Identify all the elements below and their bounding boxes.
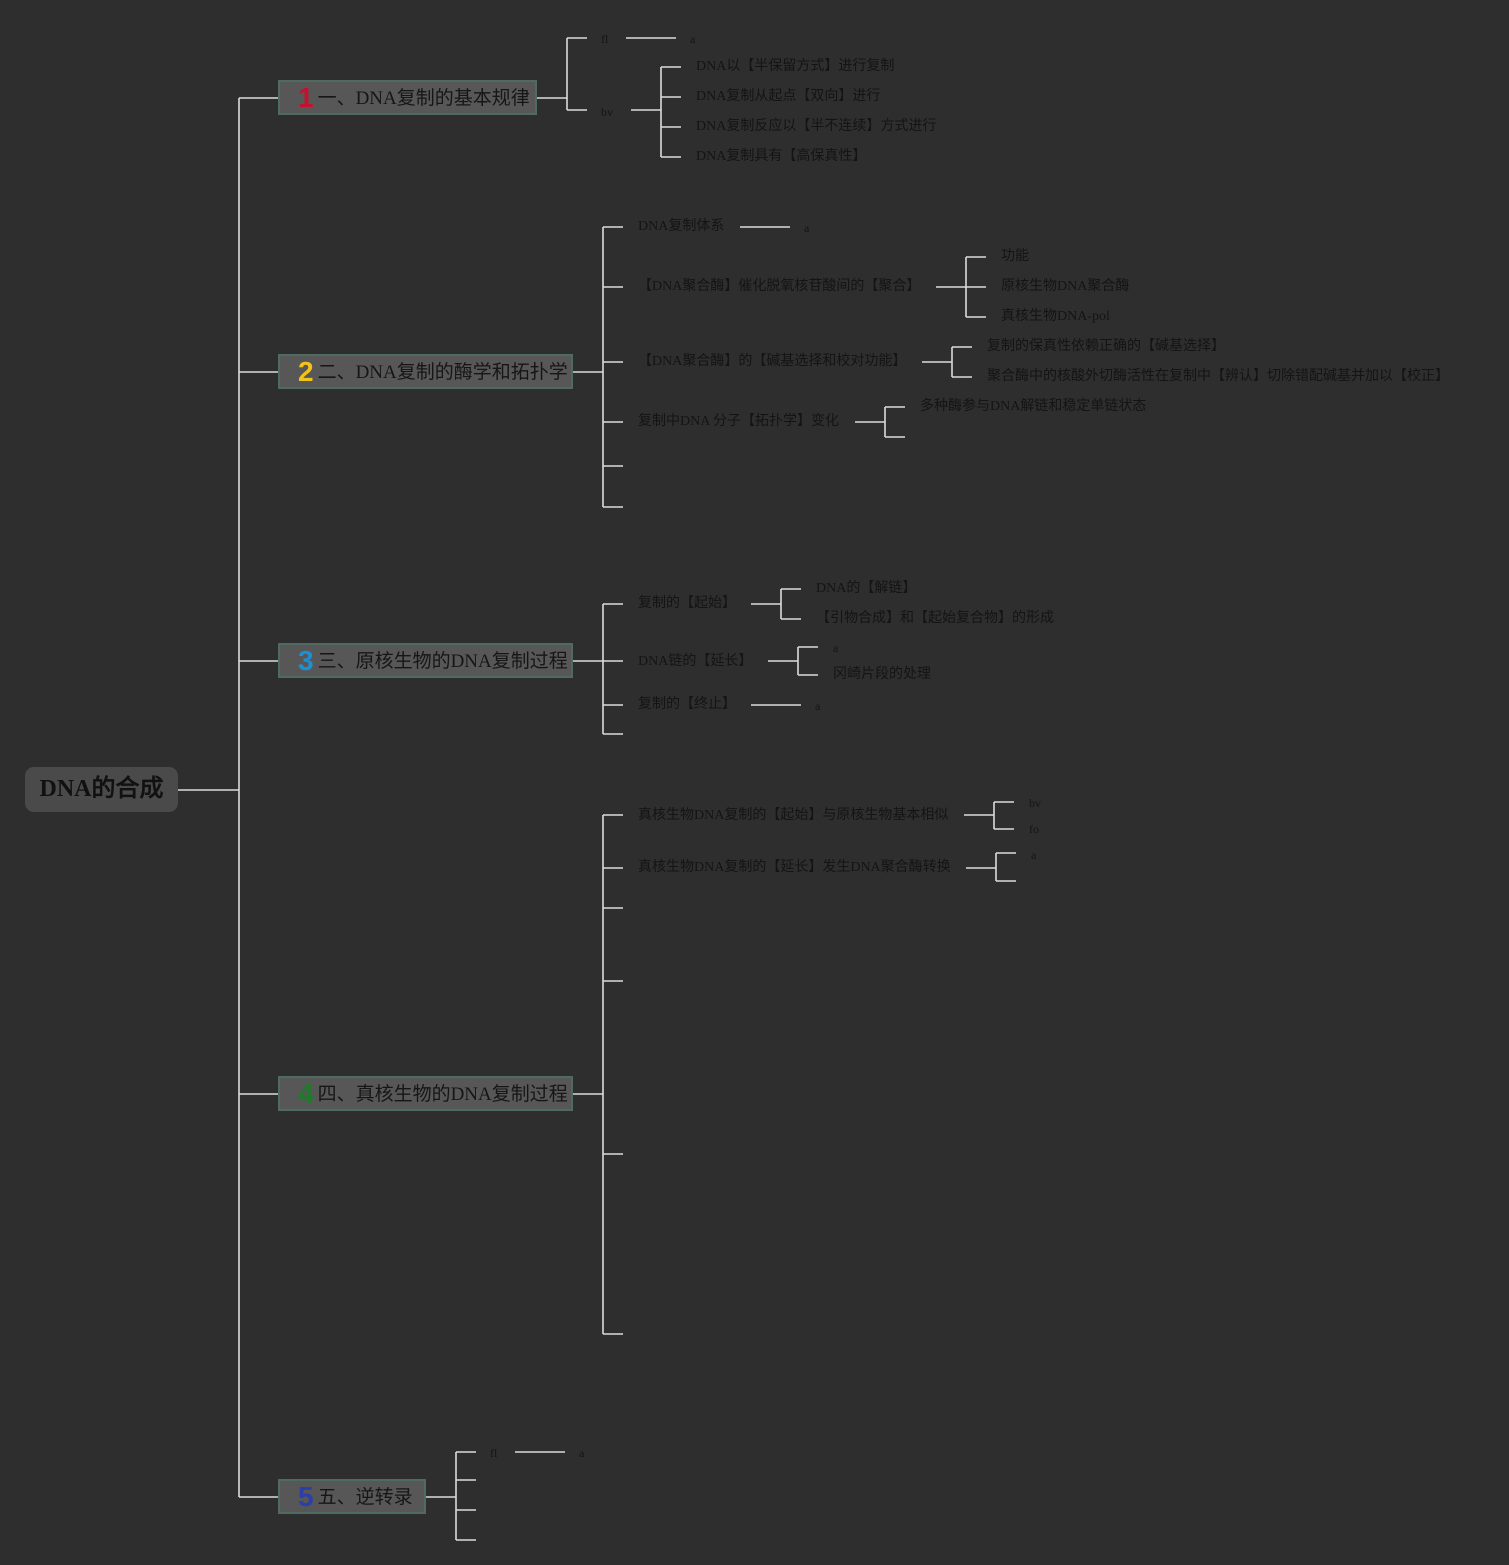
leaf-topic[interactable]: DNA复制反应以【半不连续】方式进行 — [696, 119, 937, 134]
leaf-topic[interactable]: DNA以【半保留方式】进行复制 — [696, 59, 895, 74]
leaf-topic[interactable]: DNA复制具有【高保真性】 — [696, 149, 867, 164]
branch-number-4: 4 — [298, 1078, 314, 1109]
subtopic[interactable]: 复制中DNA 分子【拓扑学】变化 — [638, 414, 840, 429]
leaf-topic[interactable]: a — [690, 32, 696, 46]
subtopic[interactable]: 复制的【起始】 — [638, 596, 736, 611]
root-topic[interactable]: DNA的合成 — [25, 767, 178, 812]
branch-number-1: 1 — [298, 82, 314, 113]
leaf-topic[interactable]: 原核生物DNA聚合酶 — [1001, 279, 1130, 294]
leaf-topic[interactable]: 功能 — [1001, 249, 1029, 264]
branch-label: 一、DNA复制的基本规律 — [317, 88, 530, 109]
subtopic[interactable]: 真核生物DNA复制的【起始】与原核生物基本相似 — [638, 808, 949, 823]
leaf-topic[interactable]: a — [1031, 848, 1037, 862]
leaf-topic[interactable]: fo — [1029, 822, 1039, 836]
subtopic[interactable]: bv — [601, 105, 613, 119]
subtopic[interactable]: 复制的【终止】 — [638, 697, 736, 712]
branch-label: 四、真核生物的DNA复制过程 — [317, 1084, 568, 1105]
branch-number-5: 5 — [298, 1481, 314, 1512]
leaf-topic[interactable]: a — [579, 1446, 585, 1460]
leaf-topic[interactable]: 多种酶参与DNA解链和稳定单链状态 — [920, 399, 1147, 414]
leaf-topic[interactable]: a — [833, 641, 839, 655]
leaf-topic[interactable]: a — [815, 699, 821, 713]
leaf-topic[interactable]: DNA复制从起点【双向】进行 — [696, 89, 881, 104]
subtopic[interactable]: fl — [601, 32, 609, 46]
branch-number-2: 2 — [298, 356, 314, 387]
leaf-topic[interactable]: a — [804, 221, 810, 235]
leaf-topic[interactable]: DNA的【解链】 — [816, 581, 917, 596]
branch-label: 二、DNA复制的酶学和拓扑学 — [317, 362, 568, 383]
subtopic[interactable]: fl — [490, 1446, 498, 1460]
subtopic[interactable]: 【DNA聚合酶】的【碱基选择和校对功能】 — [638, 354, 907, 369]
leaf-topic[interactable]: 【引物合成】和【起始复合物】的形成 — [816, 611, 1054, 626]
subtopic[interactable]: DNA复制体系 — [638, 219, 725, 234]
subtopic[interactable]: 【DNA聚合酶】催化脱氧核苷酸间的【聚合】 — [638, 279, 921, 294]
branch-label: 五、逆转录 — [317, 1487, 413, 1508]
leaf-topic[interactable]: 冈崎片段的处理 — [833, 667, 931, 682]
branch-label: 三、原核生物的DNA复制过程 — [317, 651, 568, 672]
subtopic[interactable]: DNA链的【延长】 — [638, 654, 753, 669]
subtopic[interactable]: 真核生物DNA复制的【延长】发生DNA聚合酶转换 — [638, 860, 951, 875]
branch-number-3: 3 — [298, 645, 314, 676]
leaf-topic[interactable]: bv — [1029, 796, 1041, 810]
leaf-topic[interactable]: 复制的保真性依赖正确的【碱基选择】 — [987, 339, 1225, 354]
leaf-topic[interactable]: 聚合酶中的核酸外切酶活性在复制中【辨认】切除错配碱基并加以【校正】 — [987, 369, 1449, 384]
leaf-topic[interactable]: 真核生物DNA-pol — [1001, 309, 1110, 324]
